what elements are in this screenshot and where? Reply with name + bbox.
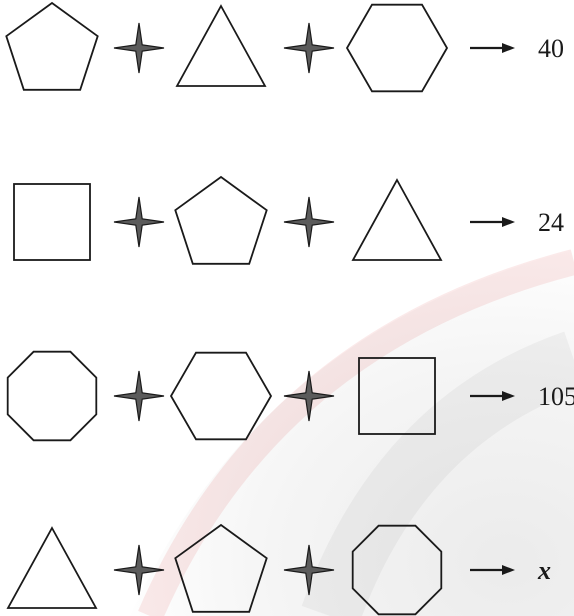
row-result: 105 bbox=[538, 382, 574, 411]
star-icon bbox=[284, 23, 334, 73]
hexagon-shape bbox=[347, 5, 447, 92]
triangle-shape bbox=[8, 528, 96, 608]
puzzle-row: 24 bbox=[14, 177, 564, 264]
hexagon-shape bbox=[171, 353, 271, 440]
star-icon bbox=[114, 23, 164, 73]
row-result: 40 bbox=[538, 34, 564, 63]
row-result: 24 bbox=[538, 208, 564, 237]
arrow-icon bbox=[470, 43, 515, 53]
pentagon-shape bbox=[175, 177, 266, 264]
unknown-result: x bbox=[537, 556, 551, 585]
star-icon bbox=[114, 371, 164, 421]
pentagon-shape bbox=[6, 3, 97, 90]
triangle-shape bbox=[177, 6, 265, 86]
puzzle-row: 40 bbox=[6, 3, 564, 91]
star-icon bbox=[114, 197, 164, 247]
star-icon bbox=[284, 197, 334, 247]
octagon-shape bbox=[8, 352, 97, 441]
arrow-icon bbox=[470, 217, 515, 227]
triangle-shape bbox=[353, 180, 441, 260]
square-shape bbox=[14, 184, 90, 260]
